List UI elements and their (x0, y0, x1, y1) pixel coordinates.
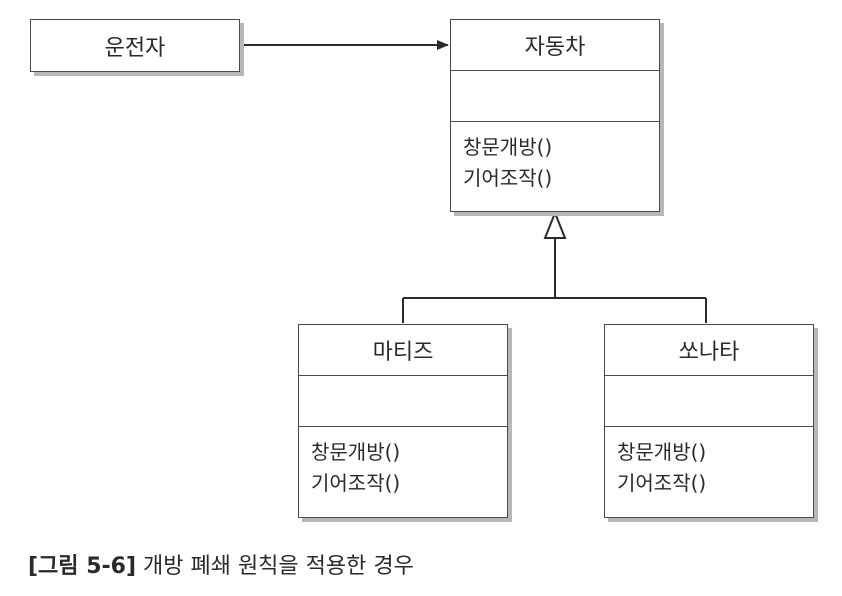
class-matiz-name-label: 마티즈 (372, 340, 434, 365)
inheritance-triangle-icon (543, 210, 567, 239)
class-sonata-name-label: 쏘나타 (678, 340, 740, 365)
class-sonata-attributes (605, 376, 813, 427)
class-car: 자동차 창문개방() 기어조작() (450, 19, 660, 212)
class-sonata: 쏘나타 창문개방() 기어조작() (604, 324, 814, 518)
figure-caption-text: 개방 폐쇄 원칙을 적용한 경우 (136, 554, 414, 579)
class-matiz-name: 마티즈 (299, 325, 507, 376)
operation-item: 기어조작() (463, 166, 553, 190)
operation-item: 창문개방() (311, 440, 401, 464)
class-car-name-label: 자동차 (524, 35, 586, 60)
class-sonata-name: 쏘나타 (605, 325, 813, 376)
generalization-connector (402, 238, 707, 323)
class-matiz-operations: 창문개방() 기어조작() (299, 427, 507, 499)
class-car-attributes (451, 71, 659, 122)
operation-item: 창문개방() (463, 135, 553, 159)
class-driver-name: 운전자 (104, 35, 166, 61)
class-car-operations: 창문개방() 기어조작() (451, 122, 659, 194)
class-matiz: 마티즈 창문개방() 기어조작() (298, 324, 508, 518)
class-sonata-operations: 창문개방() 기어조작() (605, 427, 813, 499)
operation-item: 기어조작() (617, 471, 707, 495)
class-matiz-attributes (299, 376, 507, 427)
operation-item: 기어조작() (311, 471, 401, 495)
operation-item: 창문개방() (617, 440, 707, 464)
class-driver: 운전자 (30, 19, 240, 72)
figure-number: [그림 5-6] (28, 554, 136, 579)
figure-caption: [그림 5-6] 개방 폐쇄 원칙을 적용한 경우 (28, 548, 414, 580)
class-car-name: 자동차 (451, 20, 659, 71)
